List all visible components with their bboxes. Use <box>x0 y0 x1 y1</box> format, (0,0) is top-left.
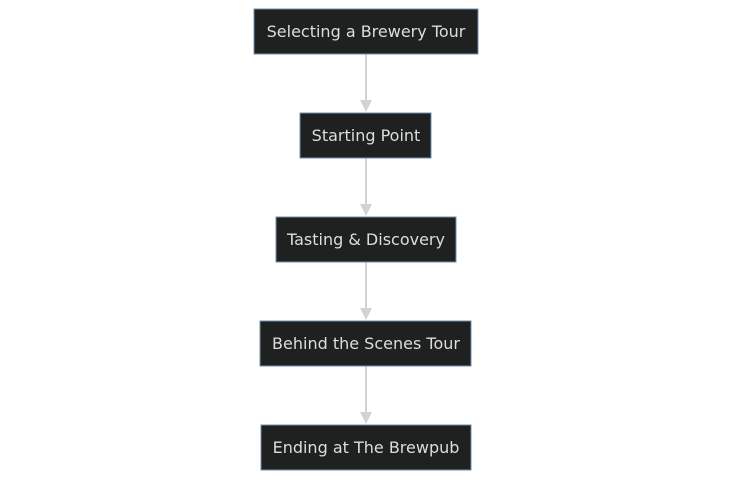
node-box <box>260 424 472 471</box>
node-label: Behind the Scenes Tour <box>272 334 460 353</box>
arrowhead-icon <box>360 204 372 216</box>
arrowhead-icon <box>360 100 372 112</box>
node-tasting-and-discovery[interactable]: Tasting & Discovery <box>275 216 457 263</box>
node-box <box>299 112 432 159</box>
node-label: Selecting a Brewery Tour <box>267 22 466 41</box>
edge-selecting-to-starting <box>360 54 372 112</box>
node-ending-at-the-brewpub[interactable]: Ending at The Brewpub <box>260 424 472 471</box>
arrowhead-icon <box>360 412 372 424</box>
arrowhead-icon <box>360 308 372 320</box>
node-label: Tasting & Discovery <box>286 230 445 249</box>
node-starting-point[interactable]: Starting Point <box>299 112 432 159</box>
edge-starting-to-tasting <box>360 158 372 216</box>
node-label: Starting Point <box>312 126 421 145</box>
node-label: Ending at The Brewpub <box>273 438 460 457</box>
edge-behind-to-ending <box>360 366 372 424</box>
node-box <box>259 320 472 367</box>
node-box <box>253 8 479 55</box>
edge-tasting-to-behind <box>360 262 372 320</box>
node-box <box>275 216 457 263</box>
node-behind-the-scenes-tour[interactable]: Behind the Scenes Tour <box>259 320 472 367</box>
node-selecting-a-brewery-tour[interactable]: Selecting a Brewery Tour <box>253 8 479 55</box>
